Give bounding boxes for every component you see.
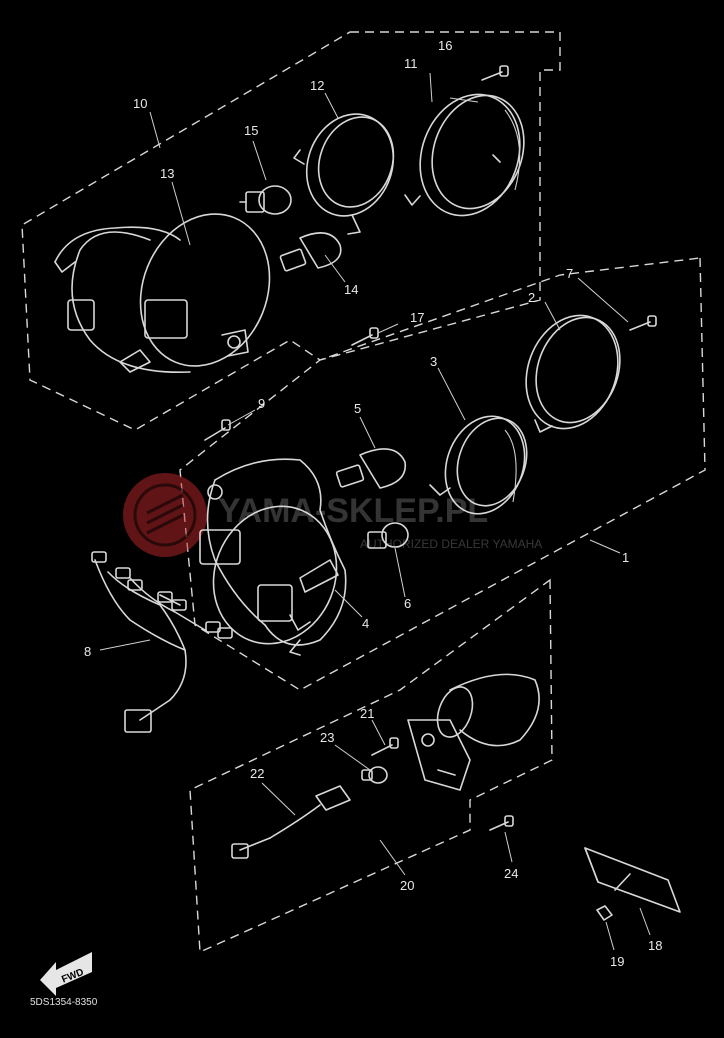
callout-6: 6 [404, 596, 411, 611]
watermark: YAMA-SKLEP.PL AUTHORIZED DEALER YAMAHA [123, 473, 542, 557]
callout-22: 22 [250, 766, 264, 781]
group-outline-10 [21, 31, 561, 431]
callout-1: 1 [622, 550, 629, 565]
part-2-lens [525, 314, 621, 433]
part-20-lamp [407, 673, 540, 791]
callout-14: 14 [344, 282, 358, 297]
watermark-brand: YAMA-SKLEP.PL [218, 492, 488, 530]
part-9-screw [204, 419, 231, 441]
part-3-rim [429, 415, 528, 515]
callout-20: 20 [400, 878, 414, 893]
part-15-bulb [239, 185, 292, 215]
part-13-housing [54, 213, 271, 374]
group-outline-20 [189, 578, 553, 954]
callout-10: 10 [133, 96, 147, 111]
part-8-wire-harness [91, 551, 233, 733]
callout-9: 9 [258, 396, 265, 411]
callout-7: 7 [566, 266, 573, 281]
leader-lines [99, 72, 651, 951]
callout-15: 15 [244, 123, 258, 138]
callout-21: 21 [360, 706, 374, 721]
part-23-bulb [361, 766, 388, 784]
callout-12: 12 [310, 78, 324, 93]
part-6-bulb [367, 522, 409, 549]
part-5-bulb [335, 448, 407, 489]
part-14-bulb [279, 232, 342, 272]
callout-labels: 10 16 11 12 15 13 14 17 2 7 3 9 5 1 6 4 … [84, 38, 662, 969]
callout-23: 23 [320, 730, 334, 745]
callout-4: 4 [362, 616, 369, 631]
part-4-housing [199, 458, 347, 656]
callout-13: 13 [160, 166, 174, 181]
part-18-reflector [584, 847, 681, 913]
part-22-socket-wire [231, 785, 351, 859]
callout-18: 18 [648, 938, 662, 953]
part-16-screw [481, 65, 509, 81]
callout-2: 2 [528, 290, 535, 305]
callout-16: 16 [438, 38, 452, 53]
watermark-tagline: AUTHORIZED DEALER YAMAHA [360, 537, 542, 551]
part-7-screw [629, 315, 657, 331]
callout-3: 3 [430, 354, 437, 369]
part-21-screw [371, 737, 399, 756]
callout-17: 17 [410, 310, 424, 325]
part-19-nut [596, 905, 613, 921]
callout-11: 11 [404, 56, 418, 71]
part-11-lens [404, 93, 525, 217]
part-12-rim [293, 113, 395, 235]
tuning-fork-logo-icon [123, 473, 207, 557]
part-24-screw [489, 815, 514, 831]
callout-8: 8 [84, 644, 91, 659]
drawing-code: 5DS1354-8350 [30, 997, 98, 1008]
part-17-screw [351, 327, 379, 346]
callout-24: 24 [504, 866, 518, 881]
callout-19: 19 [610, 954, 624, 969]
callout-5: 5 [354, 401, 361, 416]
fwd-arrow-icon: FWD [40, 952, 92, 996]
